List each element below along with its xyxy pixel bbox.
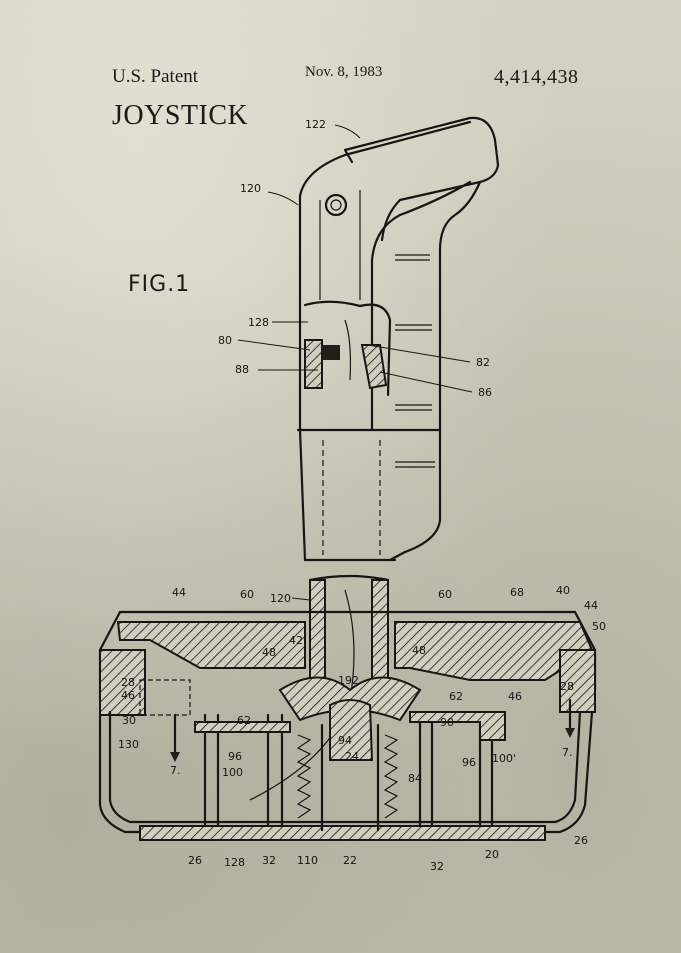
ref-96-left: 96 (228, 750, 242, 763)
patent-date: Nov. 8, 1983 (305, 64, 383, 80)
ref-84: 84 (408, 772, 422, 785)
ref-7-left: 7. (170, 764, 181, 777)
ref-60-right: 60 (438, 588, 452, 601)
ref-100-prime: 100' (492, 752, 516, 765)
ref-28-left: 28 (121, 676, 135, 689)
figure-label: FIG.1 (128, 272, 191, 297)
patent-label: U.S. Patent (112, 66, 199, 87)
ref-62-left: 62 (237, 714, 251, 727)
ref-22: 22 (343, 854, 357, 867)
ref-28-right: 28 (560, 680, 574, 693)
reference-numerals: 122 120 128 80 88 82 86 120 44 60 40 44 … (118, 118, 606, 873)
ref-42: 42 (289, 634, 303, 647)
ref-128-bottom: 128 (224, 856, 245, 869)
ref-80: 80 (218, 334, 232, 347)
ref-60-left: 60 (240, 588, 254, 601)
ref-30: 30 (122, 714, 136, 727)
ref-46-right: 46 (508, 690, 522, 703)
joystick-shaft (249, 574, 390, 801)
ref-88: 88 (235, 363, 249, 376)
ref-20: 20 (485, 848, 499, 861)
ref-128-top: 128 (248, 316, 269, 329)
ref-192: 192 (338, 674, 359, 687)
ref-90: 90 (440, 716, 454, 729)
ref-100: 100 (222, 766, 243, 779)
ref-48-right: 48 (412, 644, 426, 657)
joystick-handle (296, 116, 500, 562)
ref-120-top: 120 (240, 182, 261, 195)
ref-26-right: 26 (574, 834, 588, 847)
ref-130: 130 (118, 738, 139, 751)
ref-46-left: 46 (121, 689, 135, 702)
ref-62-right: 62 (449, 690, 463, 703)
ref-68-right: 68 (510, 586, 524, 599)
ref-86: 86 (478, 386, 492, 399)
ref-50: 50 (592, 620, 606, 633)
ref-24: 24 (345, 750, 359, 763)
ref-48-left: 48 (262, 646, 276, 659)
ref-120-shaft: 120 (270, 592, 291, 605)
ref-40: 40 (556, 584, 570, 597)
ref-32-left: 32 (262, 854, 276, 867)
ref-44-right: 44 (584, 599, 598, 612)
ref-110: 110 (297, 854, 318, 867)
ref-94: 94 (338, 734, 352, 747)
ref-96-right: 96 (462, 756, 476, 769)
ref-82: 82 (476, 356, 490, 369)
patent-title: JOYSTICK (112, 100, 249, 131)
joystick-base (98, 610, 597, 841)
ref-32-right: 32 (430, 860, 444, 873)
ref-7-right: 7. (562, 746, 573, 759)
ref-26-left: 26 (188, 854, 202, 867)
ref-44-left: 44 (172, 586, 186, 599)
ref-122: 122 (305, 118, 326, 131)
patent-number: 4,414,438 (494, 66, 579, 88)
